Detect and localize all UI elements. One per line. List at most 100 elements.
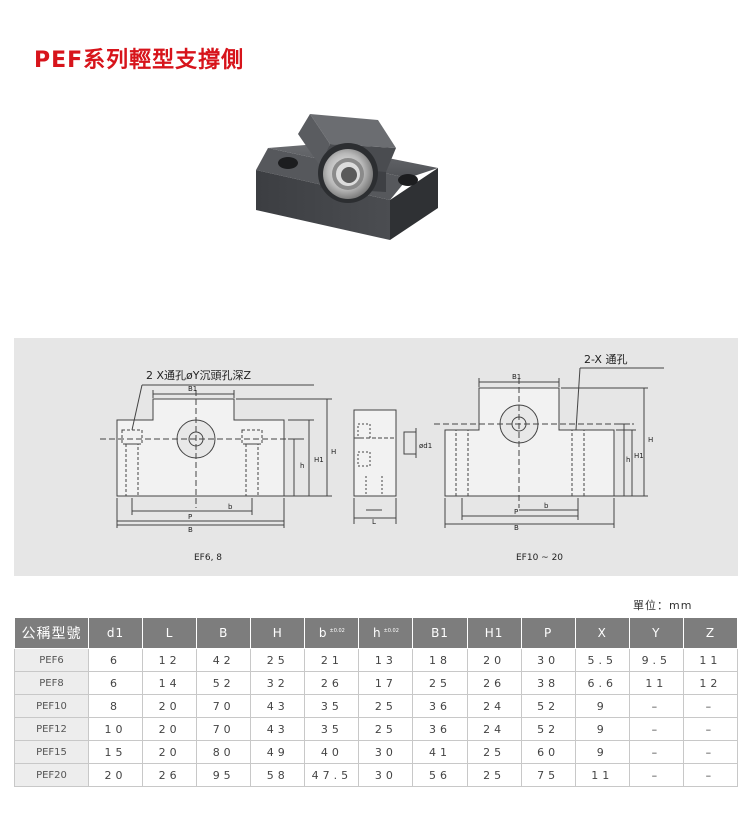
table-cell: 40: [304, 740, 360, 764]
table-cell: 12: [142, 648, 198, 672]
table-cell: 52: [196, 671, 252, 695]
dim-b1-right: B1: [512, 373, 521, 381]
table-cell: 41: [412, 740, 468, 764]
table-cell: 5.5: [574, 648, 630, 672]
table-cell: –: [628, 740, 684, 764]
column-header: H: [250, 617, 306, 649]
table-cell: 70: [196, 717, 252, 741]
table-cell: 6: [87, 671, 144, 695]
table-cell: 30: [358, 740, 414, 764]
table-cell: 36: [412, 717, 468, 741]
table-cell: –: [628, 763, 684, 787]
column-header: L: [142, 617, 198, 649]
table-cell: 30: [520, 648, 576, 672]
table-cell: 20: [142, 740, 198, 764]
table-cell: 49: [250, 740, 306, 764]
column-header: X: [574, 617, 630, 649]
table-cell: 25: [250, 648, 306, 672]
dim-l: L: [372, 518, 376, 526]
dim-h-left: h: [300, 462, 304, 470]
product-photo: [256, 114, 438, 240]
dim-btotal-right: B: [514, 524, 519, 532]
column-header: 公稱型號: [14, 617, 89, 649]
model-cell: PEF10: [14, 694, 89, 718]
table-cell: 70: [196, 694, 252, 718]
table-cell: 32: [250, 671, 306, 695]
table-cell: –: [628, 694, 684, 718]
column-header: B1: [412, 617, 468, 649]
dim-p-left: P: [188, 513, 192, 521]
table-cell: 52: [520, 694, 576, 718]
page-title: PEF系列輕型支撐側: [34, 48, 245, 73]
dim-b-right: b: [544, 502, 549, 510]
table-cell: 95: [196, 763, 252, 787]
table-cell: 24: [466, 694, 522, 718]
dim-p-right: P: [514, 508, 518, 516]
dim-h-right: h: [626, 456, 630, 464]
model-cell: PEF12: [14, 717, 89, 741]
column-header: Z: [682, 617, 739, 649]
table-cell: 25: [358, 717, 414, 741]
dim-b-left: b: [228, 503, 233, 511]
column-header: b±0.02: [304, 617, 360, 649]
table-cell: 60: [520, 740, 576, 764]
table-cell: –: [682, 740, 739, 764]
caption-right: EF10 ~ 20: [516, 553, 563, 563]
table-cell: 21: [304, 648, 360, 672]
table-cell: 9: [574, 717, 630, 741]
model-cell: PEF20: [14, 763, 89, 787]
column-header: P: [520, 617, 576, 649]
dim-h1-right: H1: [634, 452, 644, 460]
table-cell: 26: [142, 763, 198, 787]
table-cell: 35: [304, 717, 360, 741]
table-cell: 26: [466, 671, 522, 695]
caption-left: EF6, 8: [194, 553, 222, 563]
table-cell: 75: [520, 763, 576, 787]
table-cell: 9: [574, 740, 630, 764]
table-cell: 26: [304, 671, 360, 695]
unit-label: 單位：mm: [633, 599, 693, 612]
column-header: B: [196, 617, 252, 649]
table-cell: 9.5: [628, 648, 684, 672]
table-cell: 80: [196, 740, 252, 764]
column-header: H1: [466, 617, 522, 649]
table-cell: 43: [250, 717, 306, 741]
table-cell: –: [628, 717, 684, 741]
table-cell: 56: [412, 763, 468, 787]
model-cell: PEF8: [14, 671, 89, 695]
table-cell: 17: [358, 671, 414, 695]
table-cell: –: [682, 694, 739, 718]
table-cell: 8: [87, 694, 144, 718]
column-header: Y: [628, 617, 684, 649]
technical-drawing: 2 X通孔øY沉頭孔深Z 2-X 通孔 B1 b P B h H1 H ød1 …: [14, 338, 738, 576]
dim-h1-left: H1: [314, 456, 324, 464]
callout-left: 2 X通孔øY沉頭孔深Z: [146, 369, 251, 382]
table-cell: 15: [87, 740, 144, 764]
table-cell: 47.5: [304, 763, 360, 787]
table-cell: 38: [520, 671, 576, 695]
table-cell: 25: [466, 763, 522, 787]
table-cell: 20: [142, 694, 198, 718]
dim-b1-left: B1: [188, 385, 197, 393]
table-cell: 20: [466, 648, 522, 672]
table-cell: 25: [466, 740, 522, 764]
table-cell: 43: [250, 694, 306, 718]
table-cell: 25: [358, 694, 414, 718]
dim-btotal-left: B: [188, 526, 193, 534]
model-cell: PEF6: [14, 648, 89, 672]
callout-right: 2-X 通孔: [584, 353, 627, 366]
column-header: d1: [87, 617, 144, 649]
table-cell: 6: [87, 648, 144, 672]
dim-d1: ød1: [419, 442, 432, 450]
table-cell: 42: [196, 648, 252, 672]
table-cell: 52: [520, 717, 576, 741]
table-cell: 11: [682, 648, 739, 672]
